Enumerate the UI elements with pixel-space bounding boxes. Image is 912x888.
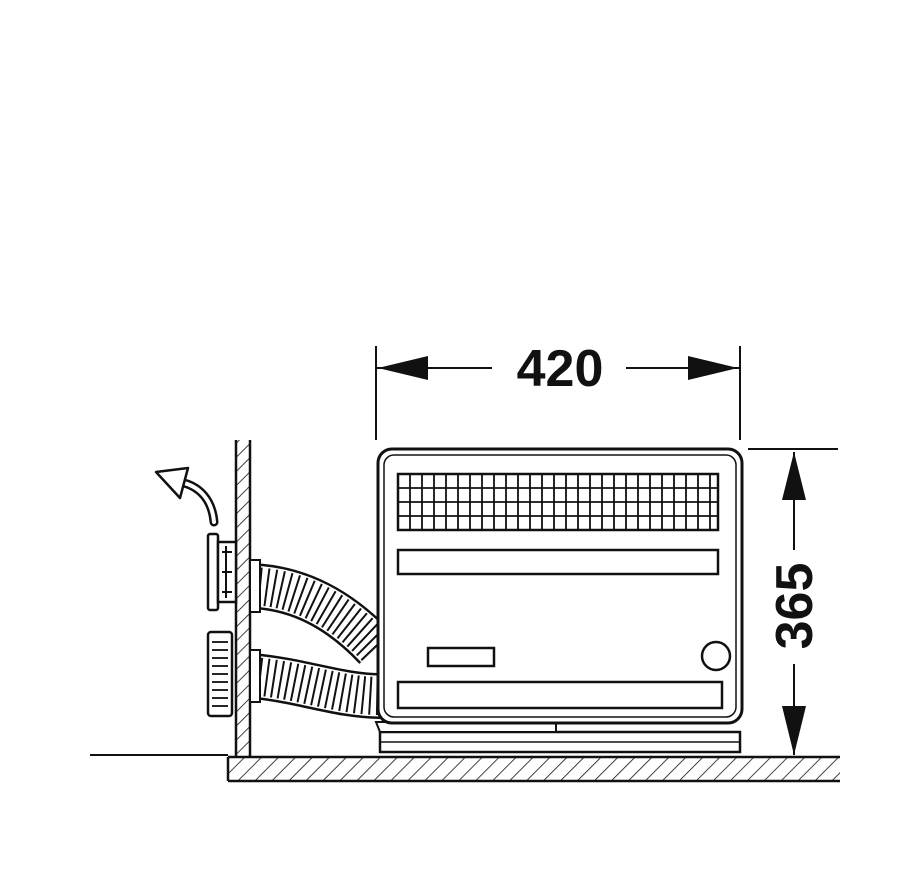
lower-slot: [396, 680, 724, 710]
exhaust-wall-terminal: [206, 532, 238, 612]
control-plate: [426, 646, 496, 668]
floor: [90, 754, 840, 783]
exhaust-hose: [249, 559, 393, 665]
intake-wall-terminal: [206, 630, 234, 718]
heater-unit: [374, 447, 744, 754]
top-air-grille: [396, 472, 720, 532]
wall: [234, 440, 252, 757]
width-dimension: 420: [375, 340, 741, 440]
upper-slot: [396, 548, 720, 576]
height-dimension: 365: [748, 448, 838, 755]
control-knob: [700, 640, 732, 672]
curved-arrow-icon: [154, 466, 219, 527]
width-label: 420: [517, 340, 604, 398]
intake-hose: [249, 649, 381, 719]
height-label: 365: [766, 563, 824, 650]
